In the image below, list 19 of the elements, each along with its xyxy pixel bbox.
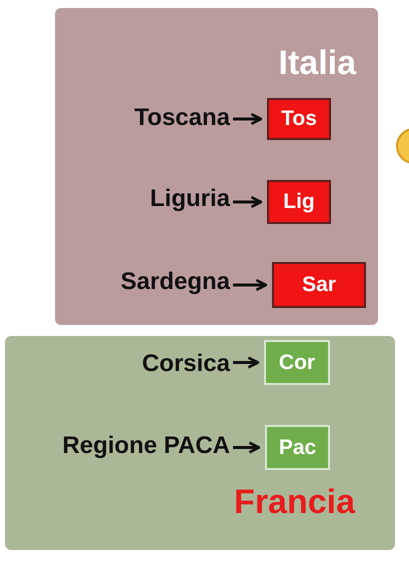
code-box: Tos bbox=[267, 98, 331, 140]
arrow bbox=[233, 196, 262, 208]
code-box: Sar bbox=[272, 262, 366, 308]
region-name: Liguria bbox=[60, 181, 230, 217]
region-name: Sardegna bbox=[60, 264, 230, 300]
arrow bbox=[233, 278, 268, 292]
code-box: Pac bbox=[265, 425, 330, 470]
region-name: Toscana bbox=[60, 100, 230, 136]
code-box: Cor bbox=[264, 340, 330, 385]
map-region bbox=[55, 8, 378, 325]
arrow bbox=[233, 112, 262, 126]
region-heading: Francia bbox=[234, 482, 355, 523]
region-heading: Italia bbox=[278, 43, 356, 84]
map-region bbox=[5, 336, 395, 550]
arrow bbox=[233, 356, 260, 369]
region-name: Corsica bbox=[60, 346, 230, 382]
arrow bbox=[233, 441, 260, 454]
region-name: Regione PACA bbox=[18, 428, 230, 464]
code-box: Lig bbox=[267, 180, 331, 224]
